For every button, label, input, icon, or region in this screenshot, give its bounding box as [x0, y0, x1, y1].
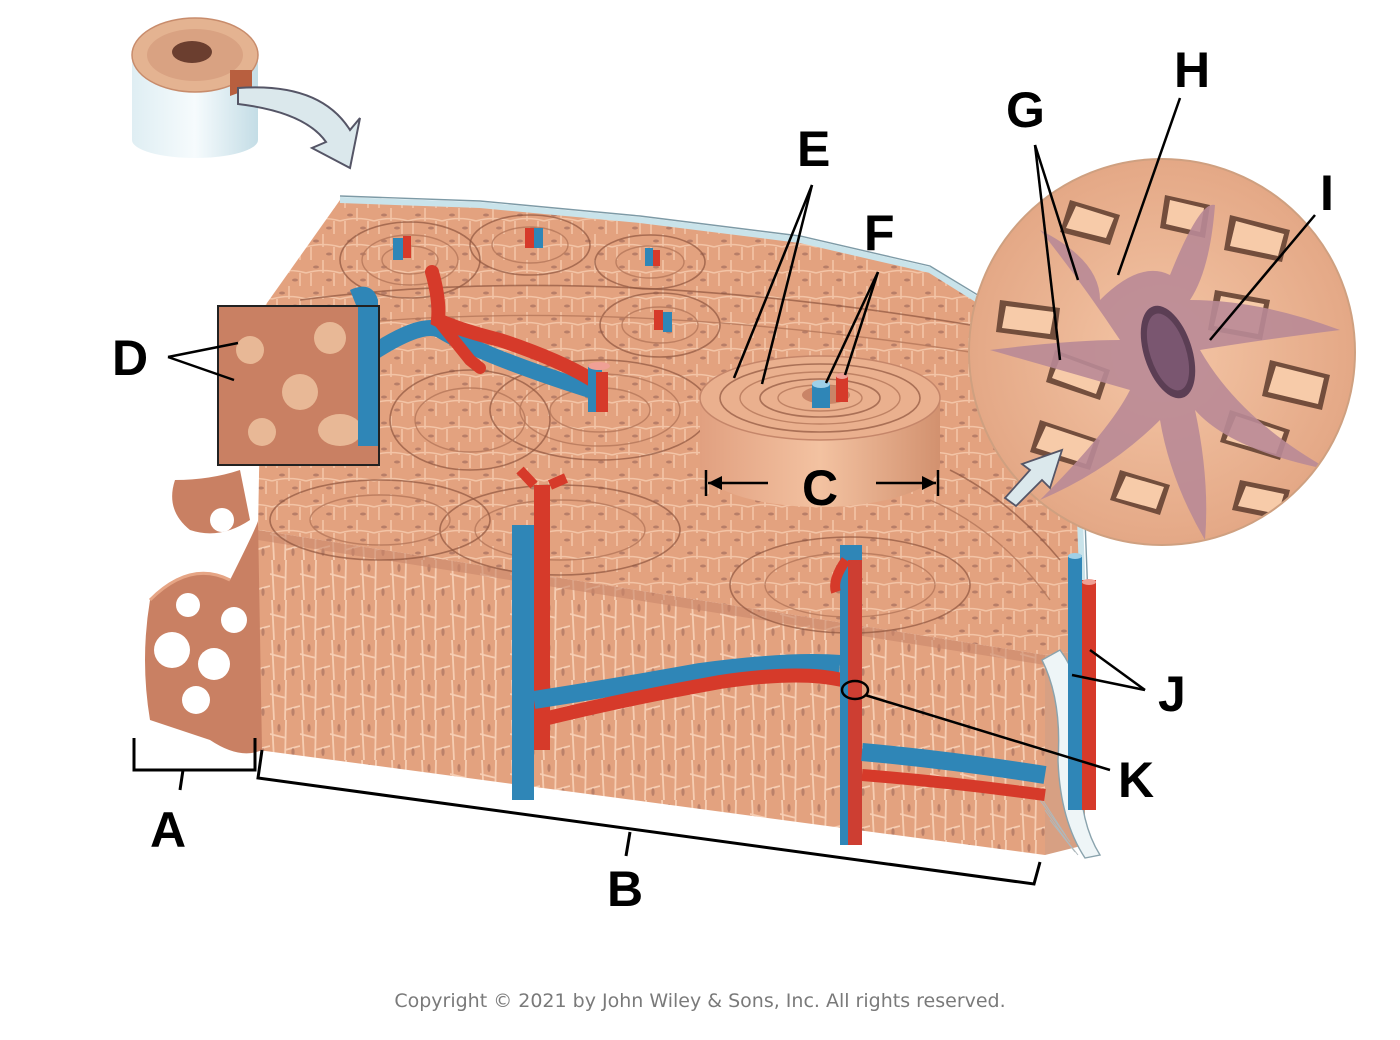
curved-arrow-icon: [237, 86, 361, 170]
blood-vessels: [350, 228, 1096, 845]
label-j: J: [1158, 666, 1186, 722]
spongy-bone: [145, 470, 262, 754]
trabeculae-inset: [217, 305, 380, 466]
label-b: B: [607, 861, 643, 917]
label-e: E: [797, 121, 830, 177]
label-h: H: [1174, 42, 1210, 98]
label-c: C: [802, 460, 838, 516]
bone-cylinder-icon: [131, 17, 259, 158]
label-a: A: [150, 802, 186, 858]
osteocyte-magnified-view: [968, 158, 1356, 546]
label-g: G: [1006, 82, 1045, 138]
brackets: [132, 738, 1042, 886]
copyright-notice: Copyright © 2021 by John Wiley & Sons, I…: [394, 990, 1006, 1012]
label-d: D: [112, 330, 148, 386]
magnify-arrow-icon: [1003, 448, 1064, 508]
label-i: I: [1320, 165, 1334, 221]
leader-lines: [167, 97, 1316, 772]
label-f: F: [864, 205, 895, 261]
label-k: K: [1118, 752, 1154, 808]
